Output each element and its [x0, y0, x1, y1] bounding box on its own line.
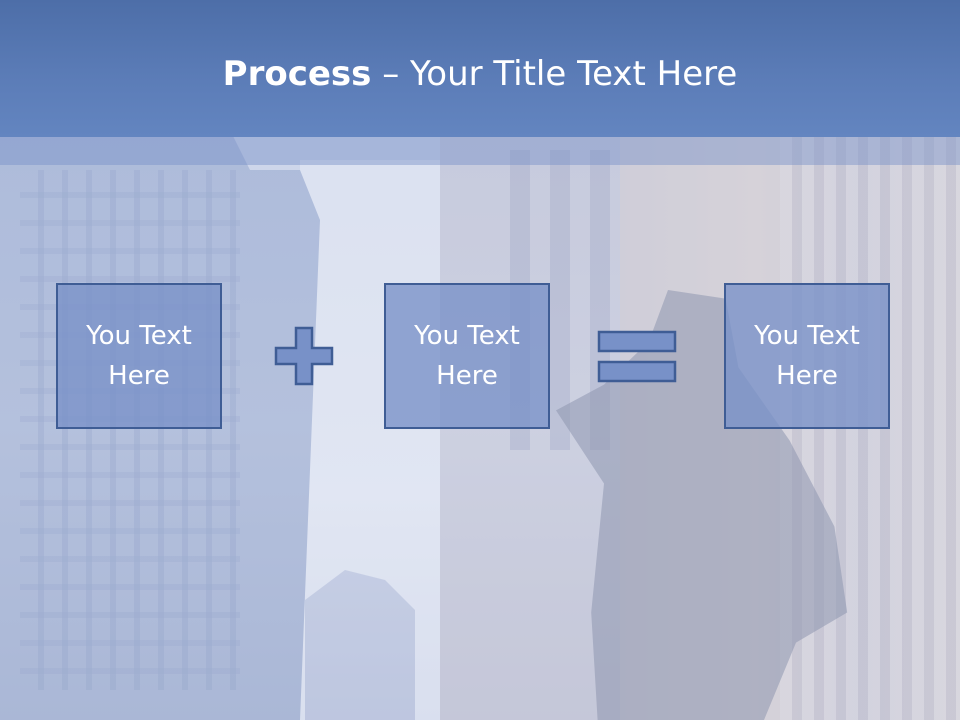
plus-icon: [274, 326, 334, 386]
building-left-windows: [20, 170, 240, 690]
equals-icon: [597, 330, 677, 384]
title-bar-band: [0, 137, 960, 165]
title-strong: Process: [222, 54, 372, 94]
title-separator: –: [371, 54, 411, 94]
step-3-line-1: You Text: [754, 321, 860, 351]
building-distant: [305, 570, 415, 720]
step-2-line-2: Here: [436, 361, 498, 391]
step-2-line-1: You Text: [414, 321, 520, 351]
slide-title[interactable]: Process – Your Title Text Here: [0, 50, 960, 98]
step-1-line-1: You Text: [86, 321, 192, 351]
title-rest: Your Title Text Here: [410, 54, 738, 94]
title-bar: [0, 0, 960, 137]
process-step-2[interactable]: You Text Here: [384, 283, 550, 429]
step-3-line-2: Here: [776, 361, 838, 391]
process-step-1[interactable]: You Text Here: [56, 283, 222, 429]
step-1-line-2: Here: [108, 361, 170, 391]
process-step-3[interactable]: You Text Here: [724, 283, 890, 429]
